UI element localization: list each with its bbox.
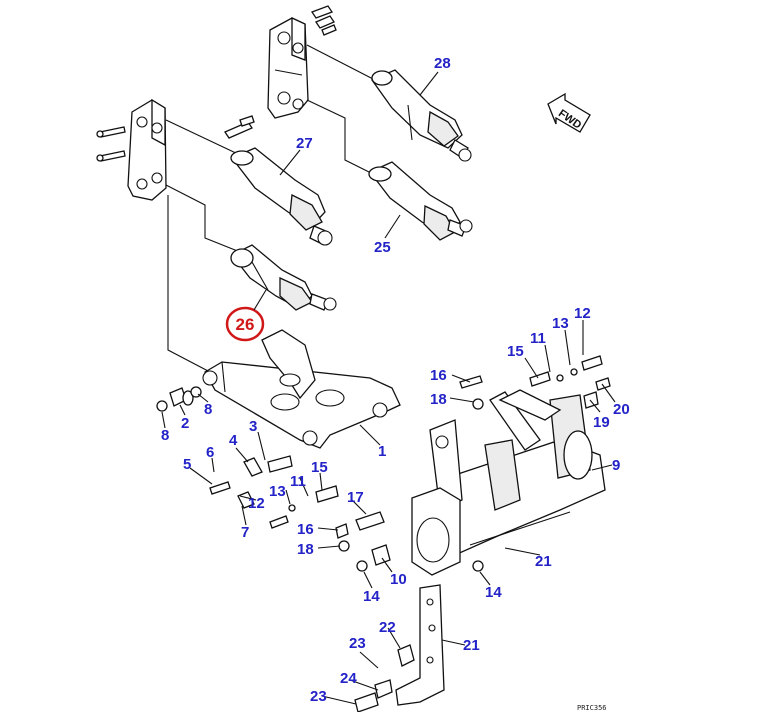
- callout-10: 10: [390, 571, 407, 588]
- leader-line: [253, 289, 267, 311]
- cylinder-28: [371, 69, 472, 162]
- upper-bracket: [267, 16, 309, 119]
- callout-13: 13: [269, 483, 286, 500]
- callout-17: 17: [347, 489, 364, 506]
- callout-1: 1: [378, 443, 386, 460]
- tooth-parts: [354, 644, 415, 712]
- bushings-2-8: [156, 386, 202, 412]
- leader-line: [165, 119, 241, 156]
- callout-16: 16: [297, 521, 314, 538]
- callout-2: 2: [181, 415, 189, 432]
- callout-leaders: [161, 71, 616, 705]
- callout-23: 23: [349, 635, 366, 652]
- ripper-carrier: [429, 389, 606, 556]
- highlight-circle: [225, 306, 265, 342]
- callout-9: 9: [612, 457, 620, 474]
- callout-21: 21: [463, 637, 480, 654]
- leader-line: [167, 195, 211, 373]
- leader-line: [306, 99, 376, 176]
- callout-14: 14: [363, 588, 380, 605]
- callout-19: 19: [593, 414, 610, 431]
- callout-16: 16: [430, 367, 447, 384]
- upper-bracket-pins: [311, 5, 337, 36]
- callout-12: 12: [574, 305, 591, 322]
- callout-3: 3: [249, 418, 257, 435]
- callout-22: 22: [379, 619, 396, 636]
- callout-8: 8: [161, 427, 169, 444]
- callout-18: 18: [430, 391, 447, 408]
- main-frame: [202, 329, 401, 449]
- forward-arrow-icon: FWD: [547, 92, 591, 133]
- callout-4: 4: [229, 432, 238, 449]
- leader-line: [165, 184, 241, 253]
- shank: [395, 584, 445, 706]
- lower-bracket-bolts: [96, 115, 255, 162]
- callout-11: 11: [530, 330, 546, 347]
- callout-26: 26: [236, 315, 255, 334]
- fasteners: [209, 355, 611, 572]
- cylinder-27: [230, 147, 333, 246]
- callout-23: 23: [310, 688, 327, 705]
- callout-15: 15: [507, 343, 524, 360]
- callout-18: 18: [297, 541, 314, 558]
- callout-15: 15: [311, 459, 328, 476]
- callout-13: 13: [552, 315, 569, 332]
- callout-5: 5: [183, 456, 191, 473]
- cylinder-25: [368, 161, 473, 241]
- callout-24: 24: [340, 670, 357, 687]
- callout-11: 11: [290, 473, 306, 490]
- callout-7: 7: [241, 524, 249, 541]
- callout-25: 25: [374, 239, 391, 256]
- callout-27: 27: [296, 135, 313, 152]
- leader-line: [306, 44, 376, 81]
- cylinder-26: [230, 244, 337, 311]
- callout-28: 28: [434, 55, 451, 72]
- callout-12: 12: [248, 495, 265, 512]
- callout-6: 6: [206, 444, 214, 461]
- callout-labels: 28 27 25 26 12 11 13 15 16 18 20 19 8 8 …: [161, 55, 630, 705]
- callout-21: 21: [535, 553, 552, 570]
- lower-bracket: [127, 98, 167, 201]
- callout-8: 8: [204, 401, 212, 418]
- callout-14: 14: [485, 584, 502, 601]
- shank-holder: [411, 487, 461, 576]
- drawing-code: PRIC356: [577, 704, 607, 712]
- callout-20: 20: [613, 401, 630, 418]
